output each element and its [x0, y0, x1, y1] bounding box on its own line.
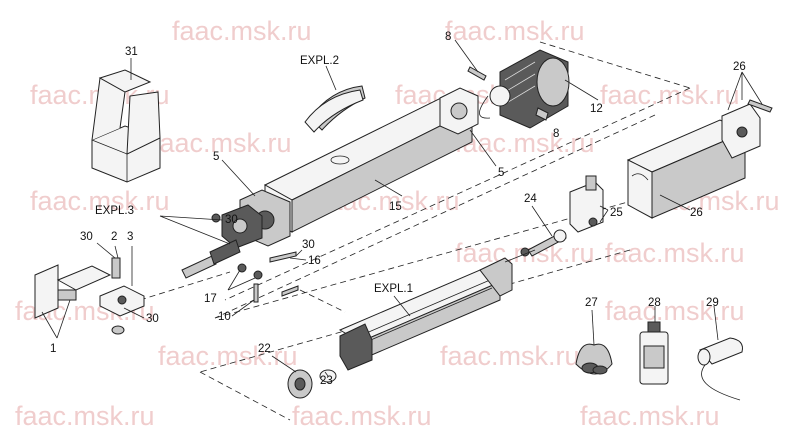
flange-part-5-right	[439, 87, 479, 135]
label-5-left: 5	[213, 151, 219, 163]
screw-part-17	[237, 263, 263, 280]
label-expl-3: EXPL.3	[95, 205, 134, 217]
label-8-top: 8	[445, 31, 451, 43]
piston-expl-1	[338, 249, 536, 371]
watermark: faac.msk.ru	[440, 341, 580, 371]
nut-part-30	[111, 325, 125, 335]
label-29: 29	[706, 297, 719, 309]
label-27: 27	[585, 297, 598, 309]
bracket-part-3	[99, 285, 145, 317]
label-3: 3	[127, 231, 133, 243]
label-26-bottom: 26	[690, 207, 703, 219]
rod-end-part-24	[520, 229, 567, 257]
screw-part-10	[253, 283, 299, 303]
oil-bottle-part-28	[639, 321, 669, 385]
watermark: faac.msk.ru	[600, 80, 740, 110]
label-expl-1: EXPL.1	[374, 283, 413, 295]
bracket-part-25	[569, 175, 604, 233]
screw-part-8	[467, 66, 549, 121]
label-24: 24	[524, 193, 537, 205]
watermark: faac.msk.ru	[605, 296, 745, 326]
label-28: 28	[648, 297, 661, 309]
label-10: 10	[218, 311, 231, 323]
rear-bracket-26	[626, 99, 773, 219]
watermark: faac.msk.ru	[152, 128, 292, 158]
seal-kit-part-27	[575, 343, 613, 375]
pin-part-2	[111, 257, 121, 279]
label-30-left: 30	[80, 231, 93, 243]
piston-head-part-22	[287, 369, 313, 399]
label-31: 31	[125, 46, 138, 58]
cover-expl-2	[304, 85, 366, 133]
label-5-right: 5	[498, 167, 504, 179]
watermark: faac.msk.ru	[30, 186, 170, 216]
watermark: faac.msk.ru	[580, 401, 720, 431]
label-30-right: 30	[302, 239, 315, 251]
label-22: 22	[258, 343, 271, 355]
motor-part-12	[479, 49, 570, 129]
label-12: 12	[590, 103, 603, 115]
front-cap-expl-3	[181, 204, 263, 279]
capacitor-part-29	[697, 337, 743, 401]
label-25: 25	[610, 207, 623, 219]
label-30-bottom: 30	[146, 313, 159, 325]
label-17: 17	[204, 293, 217, 305]
label-30-mid: 30	[225, 214, 238, 226]
watermark: faac.msk.ru	[15, 401, 155, 431]
watermark: faac.msk.ru	[292, 401, 432, 431]
label-16: 16	[308, 255, 321, 267]
box-part-31	[91, 69, 161, 183]
screw-part-16	[269, 251, 297, 263]
label-26-top: 26	[733, 61, 746, 73]
label-8-bottom: 8	[553, 128, 559, 140]
watermark: faac.msk.ru	[605, 238, 745, 268]
label-expl-2: EXPL.2	[300, 55, 339, 67]
watermark: faac.msk.ru	[455, 128, 595, 158]
label-23: 23	[320, 375, 333, 387]
label-1: 1	[50, 343, 56, 355]
front-bracket-part-1	[34, 264, 112, 319]
watermark: faac.msk.ru	[445, 16, 585, 46]
label-15: 15	[389, 201, 402, 213]
watermark: faac.msk.ru	[158, 341, 298, 371]
watermark: faac.msk.ru	[172, 16, 312, 46]
leader-lines	[41, 39, 763, 377]
label-2: 2	[111, 231, 117, 243]
callout-labels: 31 EXPL.2 8 12 26 8 5 5 15 EXPL.3 30 30 …	[50, 31, 746, 387]
